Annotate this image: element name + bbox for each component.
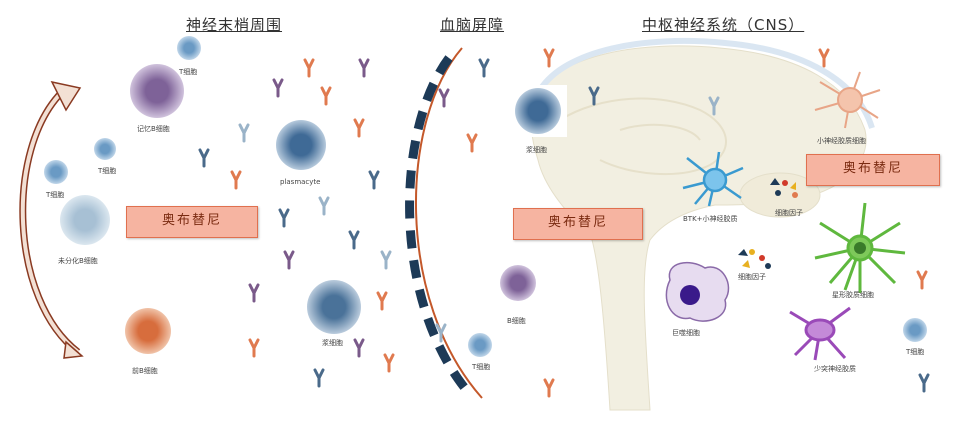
label-t-cell: T细胞 bbox=[472, 363, 491, 371]
antibody-group bbox=[198, 48, 930, 398]
drug-label-box: 奥布替尼 bbox=[126, 206, 258, 238]
memory-b-cell bbox=[130, 64, 184, 118]
label-macrophage: 巨噬细胞 bbox=[672, 329, 700, 337]
t-cell bbox=[94, 138, 116, 160]
label-plasma-cell: 浆细胞 bbox=[322, 339, 343, 347]
blood-brain-barrier bbox=[405, 47, 483, 399]
label-btk-microglia: BTK+小神经胶质 bbox=[683, 215, 738, 223]
btk-microglia-cell bbox=[682, 151, 744, 207]
label-plasma-cell: 浆细胞 bbox=[526, 146, 547, 154]
plasma-cell bbox=[515, 88, 561, 134]
label-t-cell: T细胞 bbox=[179, 68, 198, 76]
section-title-cns: 中枢神经系统（CNS） bbox=[642, 16, 805, 34]
label-pre-b-cell: 前B细胞 bbox=[132, 367, 158, 375]
t-cell bbox=[468, 333, 492, 357]
label-naive-b-cell: 未分化B细胞 bbox=[58, 257, 98, 265]
oligodendrocyte-cell bbox=[789, 306, 851, 361]
t-cell bbox=[903, 318, 927, 342]
drug-label-box: 奥布替尼 bbox=[806, 154, 940, 186]
macrophage-cell bbox=[665, 261, 730, 322]
label-plasmacyte: plasmacyte bbox=[280, 178, 321, 186]
microglia-cell bbox=[814, 71, 881, 129]
circulation-arrow bbox=[19, 80, 84, 359]
section-title-bbb: 血脑屏障 bbox=[440, 16, 505, 34]
section-title-peripheral: 神经末梢周围 bbox=[186, 16, 283, 34]
label-t-cell: T细胞 bbox=[906, 348, 925, 356]
drug-label-box: 奥布替尼 bbox=[513, 208, 643, 240]
b-cell bbox=[500, 265, 536, 301]
label-t-cell: T细胞 bbox=[46, 191, 65, 199]
naive-b-cell bbox=[60, 195, 110, 245]
label-memory-b-cell: 记忆B细胞 bbox=[137, 125, 170, 133]
label-t-cell: T细胞 bbox=[98, 167, 117, 175]
label-cytokine: 细胞因子 bbox=[738, 273, 766, 281]
plasmacyte-cell bbox=[276, 120, 326, 170]
cytokine-cluster bbox=[738, 178, 798, 269]
astrocyte-cell bbox=[814, 202, 906, 293]
label-oligodendrocyte: 少突神经胶质 bbox=[814, 365, 856, 373]
t-cell bbox=[177, 36, 201, 60]
label-microglia: 小神经胶质细胞 bbox=[817, 137, 866, 145]
label-astrocyte: 星形胶质细胞 bbox=[832, 291, 874, 299]
t-cell bbox=[44, 160, 68, 184]
label-b-cell: B细胞 bbox=[507, 317, 526, 325]
label-cytokine: 细胞因子 bbox=[775, 209, 803, 217]
plasma-cell bbox=[307, 280, 361, 334]
pre-b-cell bbox=[125, 308, 171, 354]
